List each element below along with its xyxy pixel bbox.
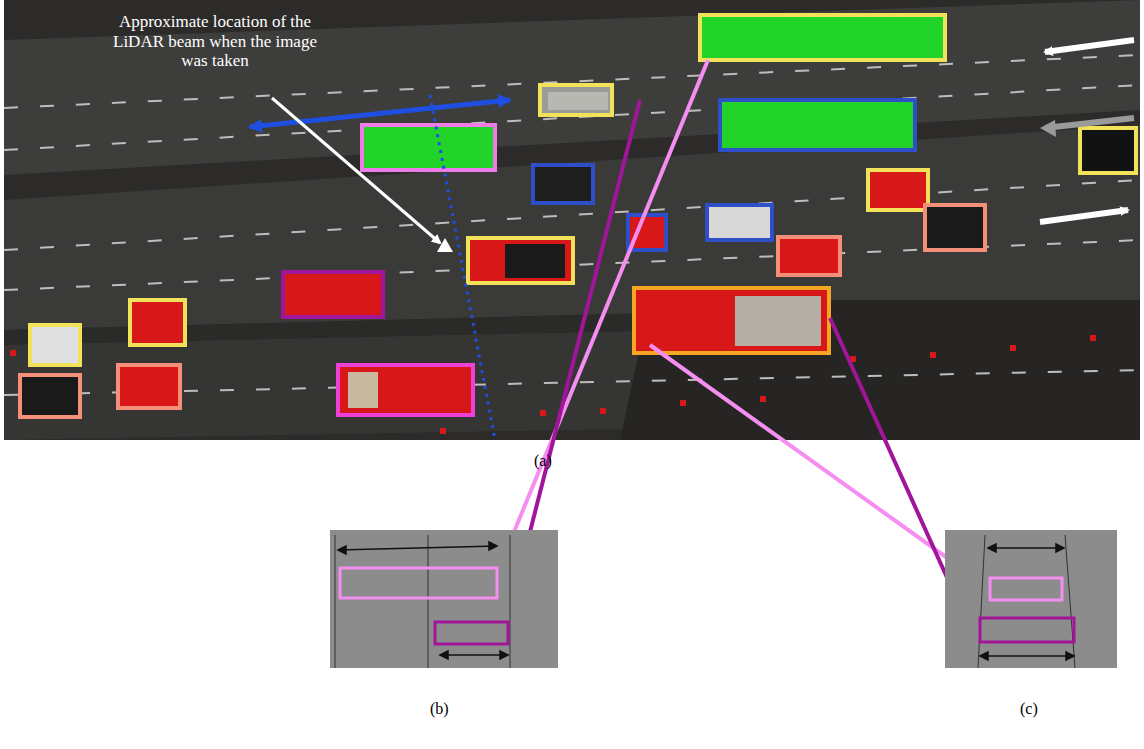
guide-line (335, 535, 336, 668)
truck-trailer (735, 296, 821, 346)
dimension-arrows (980, 544, 1074, 660)
truck-cab (348, 372, 378, 408)
subfigure-label: (c) (1020, 700, 1038, 718)
subfigure-label: (b) (430, 700, 449, 718)
lidar-beam (430, 95, 495, 440)
vehicle-boxes (20, 15, 1136, 417)
direction-arrow (1040, 120, 1056, 137)
guide-line (1065, 535, 1075, 668)
car-roof (505, 244, 565, 278)
dimension-arrows (338, 542, 508, 659)
panel (330, 530, 558, 668)
lane-marks (4, 55, 1140, 395)
position-marker (437, 238, 453, 252)
direction-arrow (1045, 118, 1134, 128)
subfigure-label: (a) (534, 452, 552, 470)
direction-arrow (1040, 210, 1128, 222)
purple-vehicle-outline (435, 622, 508, 644)
pink-vehicle-outline (340, 568, 497, 598)
purple-vehicle-outline (980, 618, 1074, 642)
guide-line (510, 535, 511, 668)
guide-line (978, 535, 985, 668)
callout-leader (272, 98, 440, 243)
panel (945, 530, 1117, 668)
direction-arrow (1045, 40, 1134, 52)
road-dots (10, 335, 1096, 434)
pink-vehicle-outline (990, 578, 1062, 600)
car-roof (548, 92, 608, 110)
guide-line (428, 535, 429, 668)
leader-arrow (500, 60, 708, 566)
callout-text: Approximate location of the LiDAR beam w… (100, 12, 330, 71)
